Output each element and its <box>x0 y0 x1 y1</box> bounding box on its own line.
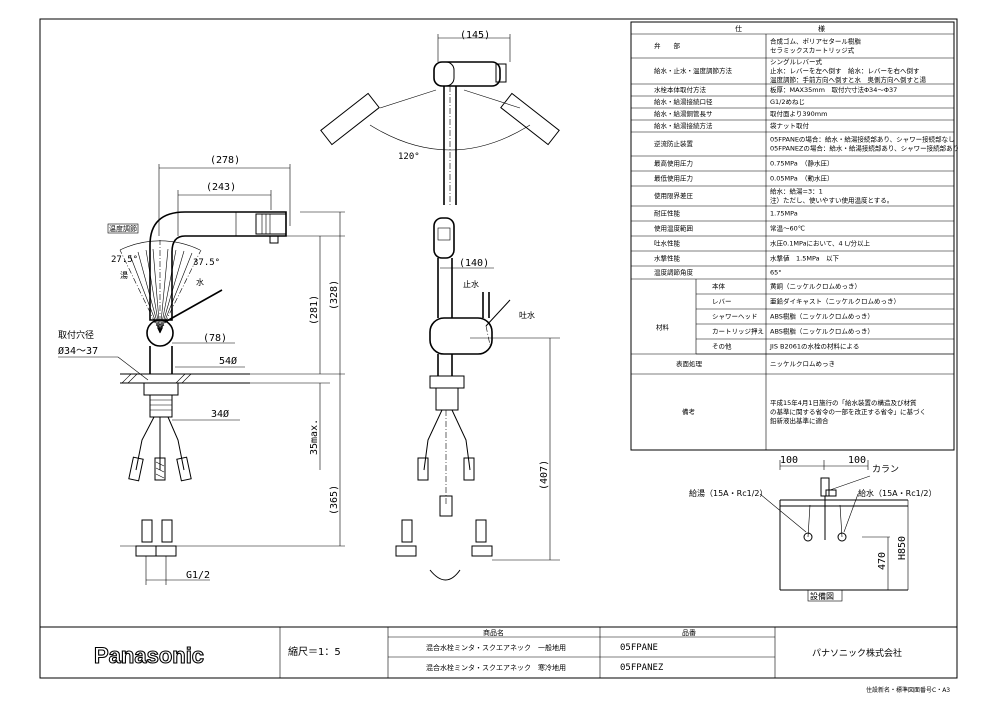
spec-row-label: 水撃性能 <box>654 254 681 263</box>
material-label: 材料 <box>656 323 670 332</box>
spec-row-value: 取付面より390mm <box>770 109 827 118</box>
material-part: カートリッジ押え <box>712 327 764 336</box>
spec-row-label: 逆流防止装置 <box>654 139 694 148</box>
scale: 縮尺＝1：5 <box>288 645 341 658</box>
spec-row-label: 水栓本体取付方法 <box>654 85 707 94</box>
spec-table: 仕 様 弁 部 合成ゴム、ポリアセタール樹脂セラミックスカートリッジ式給水・止水・… <box>630 21 959 451</box>
spec-row-value: 常温〜60℃ <box>770 224 805 233</box>
material-part: 本体 <box>712 282 726 291</box>
sheet-border <box>39 18 958 679</box>
spec-row-value: G1/2めねじ <box>770 98 805 106</box>
spec-row-value: 板厚：MAX35mm 取付穴寸法Φ34〜Φ37 <box>770 85 897 94</box>
spec-row-label: 耐圧性能 <box>654 209 681 218</box>
spec-row-value: 合成ゴム、ポリアセタール樹脂セラミックスカートリッジ式 <box>770 37 861 55</box>
dim-100-left: 100 <box>780 455 798 466</box>
spec-row-label: 使用限界差圧 <box>654 191 694 200</box>
brand-logo: Panasonic <box>94 643 204 668</box>
product-1-name: 混合水栓ミンタ・スクエアネック 一般地用 <box>426 643 566 652</box>
hot-supply-label: 給湯（15A・Rc1/2） <box>689 488 767 498</box>
spec-row-label: 最高使用圧力 <box>654 159 693 168</box>
notes-label: 備考 <box>682 407 696 416</box>
spec-rows: 弁 部 合成ゴム、ポリアセタール樹脂セラミックスカートリッジ式給水・止水・温度調節… <box>631 37 959 280</box>
stop-label: 止水 <box>463 279 479 289</box>
material-value: 黄銅（ニッケルクロムめっき） <box>770 282 861 291</box>
dim-78: (78) <box>203 333 227 344</box>
spec-row-value: シングルレバー式止水：レバーを左へ倒す 給水：レバーを右へ倒す温度調節：手前方向… <box>770 57 927 84</box>
spec-row-value: 水圧0.1MPaにおいて、4 L/分以上 <box>770 239 871 248</box>
hole-label: 取付穴径 <box>58 329 94 341</box>
angle-120: 120° <box>398 152 420 162</box>
product-2-code: 05FPANEZ <box>620 663 664 673</box>
dim-281: (281) <box>309 295 320 325</box>
material-part: シャワーヘッド <box>712 313 758 321</box>
surface-label: 表面処理 <box>676 359 703 368</box>
hot-label: 湯 <box>120 270 128 280</box>
dim-h850: H850 <box>897 536 908 560</box>
dim-328: (328) <box>329 280 340 310</box>
dim-35max: 35max. <box>309 419 320 455</box>
spec-row-label: 最低使用圧力 <box>654 174 693 183</box>
dim-470: 470 <box>877 552 888 570</box>
install-caption: 設備図 <box>810 591 834 601</box>
dim-54: 54Ø <box>219 355 237 367</box>
surface-value: ニッケルクロムめっき <box>770 360 835 368</box>
spec-row-label: 給水・給湯接続方法 <box>654 121 713 130</box>
spec-row-value: 0.05MPa （動水圧） <box>770 174 833 183</box>
temp-adjust-label: 温度調節 <box>109 224 137 233</box>
product-1-code: 05FPANE <box>620 643 658 653</box>
material-value: ABS樹脂（ニッケルクロムめっき） <box>770 327 874 336</box>
material-part: その他 <box>712 342 732 351</box>
material-value: 亜鉛ダイキャスト（ニッケルクロムめっき） <box>770 297 900 306</box>
company-name: パナソニック株式会社 <box>812 647 902 659</box>
spec-row-value: 65° <box>770 269 782 277</box>
front-view: (278) (243) 温度調節 27.5° 37.5° 湯 水 <box>58 155 345 585</box>
material-part: レバー <box>712 298 732 306</box>
dim-243: (243) <box>206 182 236 193</box>
side-view: (145) 120° 止水 吐水 (140) <box>320 30 560 581</box>
name-header: 商品名 <box>483 628 504 637</box>
spec-row-label: 使用温度範囲 <box>654 224 693 233</box>
product-2-name: 混合水栓ミンタ・スクエアネック 寒冷地用 <box>426 663 566 672</box>
spec-row-label: 弁 部 <box>654 41 681 50</box>
dim-100-right: 100 <box>848 455 866 466</box>
material-value: ABS樹脂（ニッケルクロムめっき） <box>770 312 874 321</box>
install-view: 100 100 カラン 給湯（15A・Rc1/2） 給水（15A・Rc1/2） … <box>689 455 936 602</box>
hole-dim: Ø34〜37 <box>58 345 98 357</box>
notes-value: 平成15年4月1日施行の「給水装置の構造及び材質の基準に関する省令の一部を改正す… <box>770 398 926 425</box>
material-value: JIS B2061の水栓の材料による <box>769 342 859 351</box>
spec-row-label: 吐水性能 <box>654 239 681 248</box>
collar-label: カラン <box>872 464 899 475</box>
spec-row-label: 給水・止水・温度調節方法 <box>654 66 733 75</box>
spec-header-right: 様 <box>818 24 825 33</box>
footer-code: 住設新名・標準図面番号C・A3 <box>866 686 950 694</box>
cold-supply-label: 給水（15A・Rc1/2） <box>858 488 936 498</box>
dim-140: (140) <box>459 258 489 269</box>
discharge-label: 吐水 <box>519 310 535 320</box>
dim-145: (145) <box>460 30 490 41</box>
product-header: 品番 <box>682 629 696 637</box>
angle-37-5: 37.5° <box>193 258 220 268</box>
dim-34: 34Ø <box>211 408 229 420</box>
spec-row-value: 水撃値 1.5MPa 以下 <box>770 254 840 263</box>
spec-row-value: 0.75MPa （静水圧） <box>770 159 833 168</box>
title-block: Panasonic 縮尺＝1：5 商品名 品番 混合水栓ミンタ・スクエアネック … <box>93 627 950 694</box>
spec-row-value: 袋ナット取付 <box>770 121 810 130</box>
angle-27-5: 27.5° <box>111 255 138 265</box>
dim-278: (278) <box>210 155 240 166</box>
spec-row-label: 温度調節角度 <box>654 268 694 277</box>
dim-g12: G1/2 <box>186 570 210 581</box>
spec-row-value: 1.75MPa <box>770 210 798 218</box>
dim-407: (407) <box>539 460 550 490</box>
dim-365: (365) <box>329 485 340 515</box>
cold-label: 水 <box>196 277 204 287</box>
spec-row-label: 給水・給湯銅管長サ <box>654 109 713 118</box>
spec-row-label: 給水・給湯接続口径 <box>654 97 713 106</box>
material-rows: 本体 黄銅（ニッケルクロムめっき） レバー 亜鉛ダイキャスト（ニッケルクロムめっき） シ… <box>631 279 954 425</box>
spec-header-left: 仕 <box>735 24 742 33</box>
